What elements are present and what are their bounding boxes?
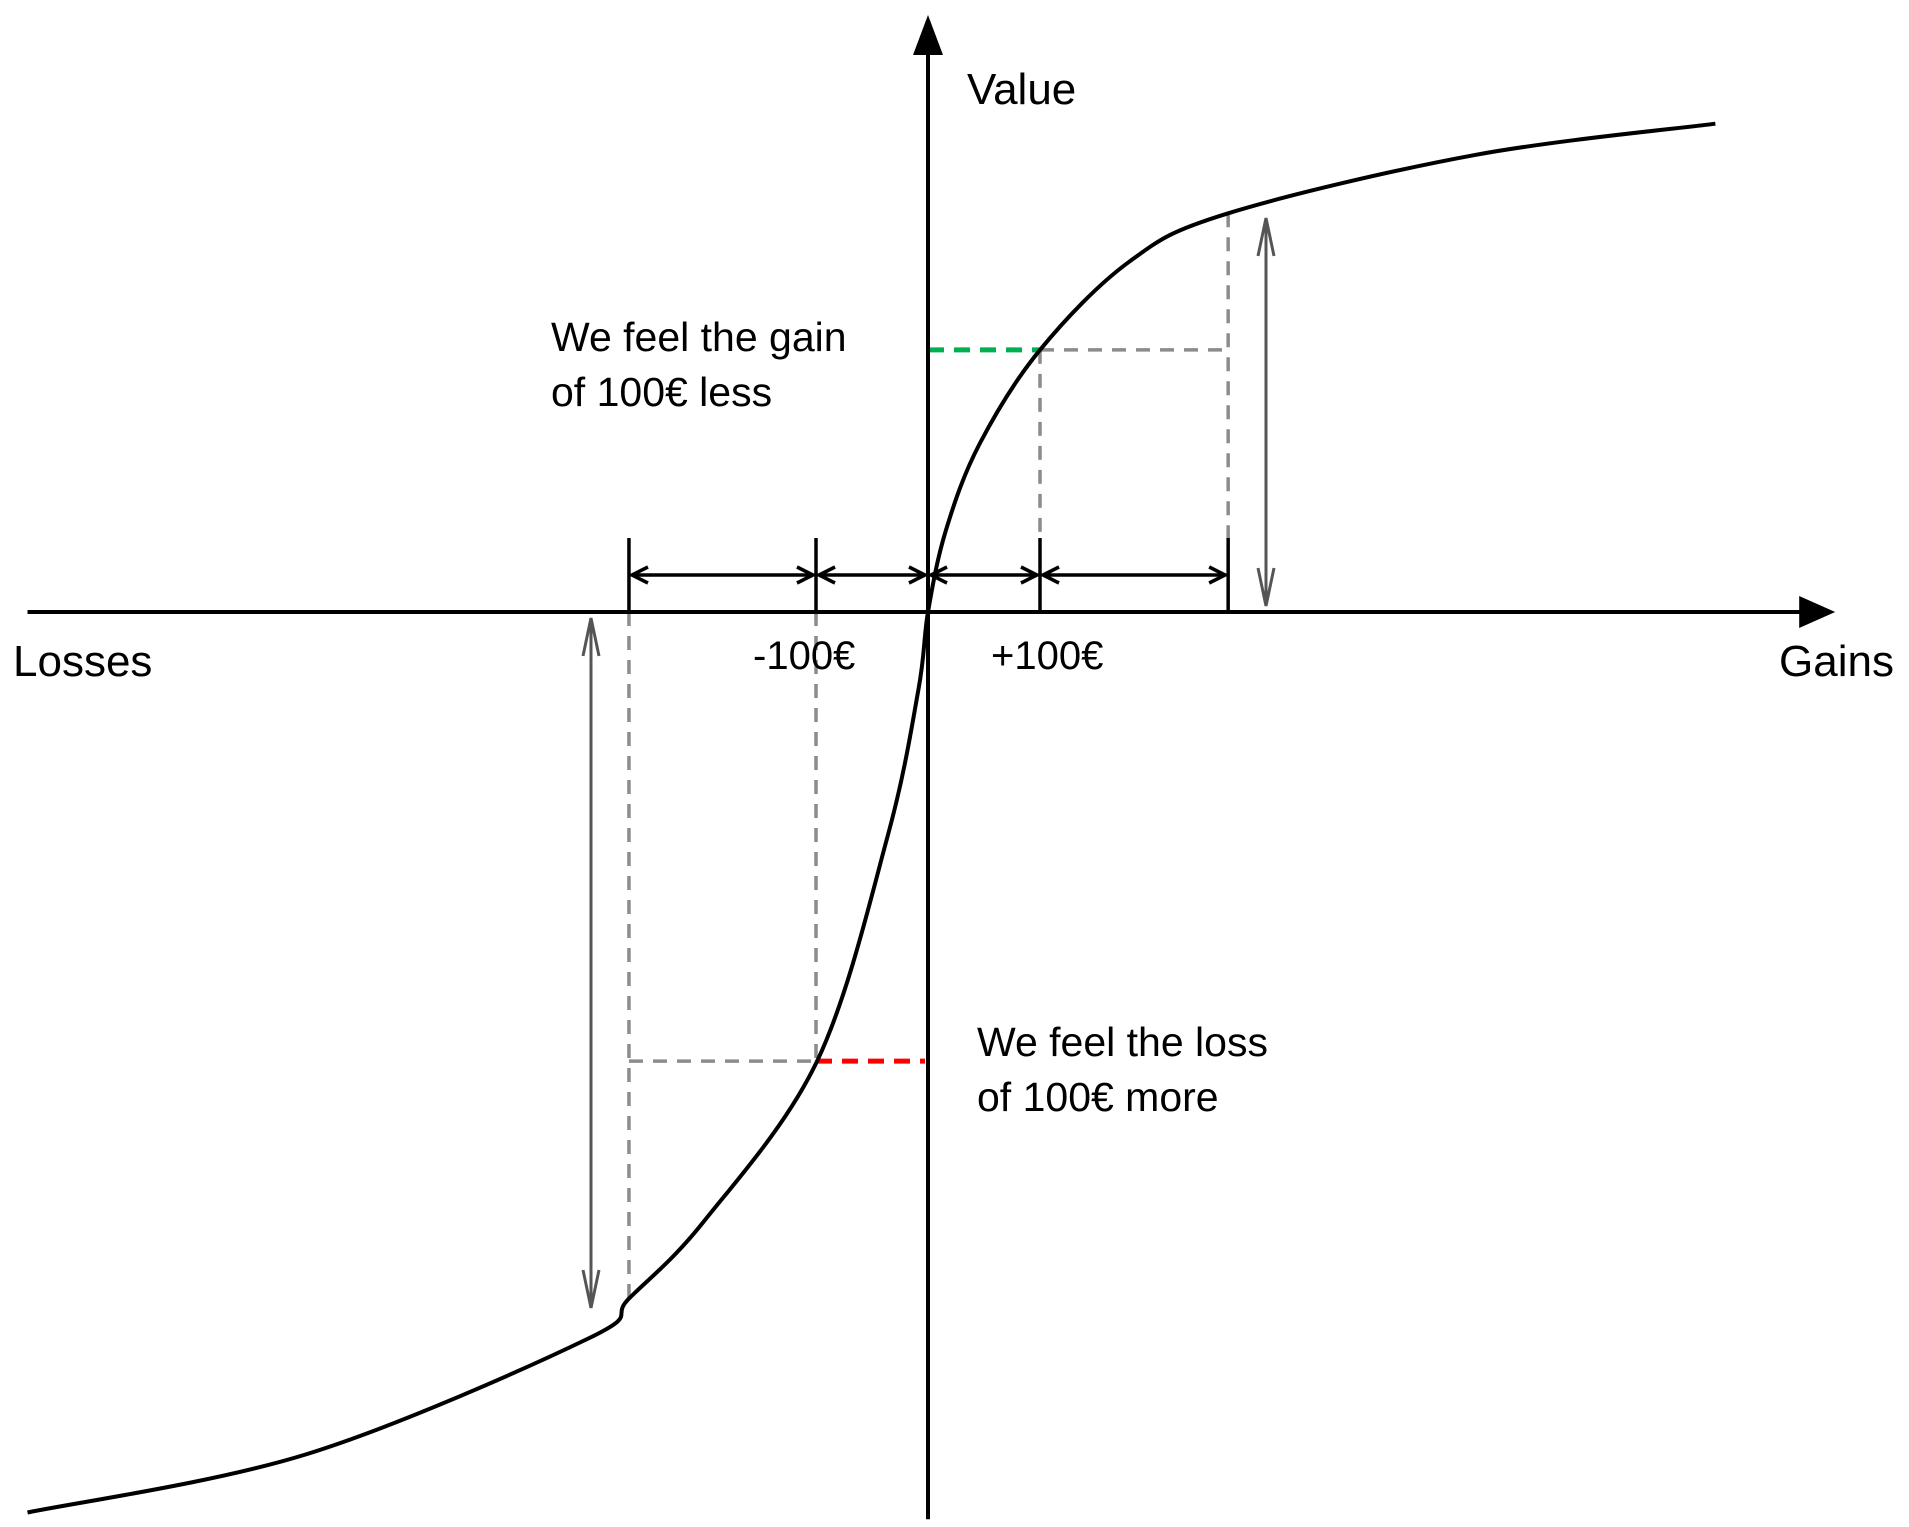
value-curve — [27, 121, 1716, 1515]
x-axis-label-losses: Losses — [13, 637, 152, 686]
annotation-loss-line1: We feel the loss — [977, 1019, 1268, 1065]
y-axis-arrowhead-icon — [913, 15, 943, 56]
dimension-arrows — [581, 217, 1276, 1309]
guide-lines — [627, 213, 1230, 1299]
x-axis-arrowhead-icon — [1799, 596, 1836, 628]
dim-arrow-loss-far-right-head-icon — [796, 565, 817, 585]
annotation-gain-line1: We feel the gain — [551, 314, 847, 360]
dim-arrow-gain-100-right-head-icon — [1020, 565, 1041, 585]
tick-label-minus-100: -100€ — [753, 634, 855, 678]
dim-arrow-gain-far-right-head-icon — [1208, 565, 1230, 585]
gain-value-span-arrow-bottom-head-icon — [1256, 567, 1276, 607]
x-axis-label-gains: Gains — [1779, 637, 1894, 686]
annotation-gain-line2: of 100€ less — [551, 369, 772, 415]
dim-arrow-gain-100-left-head-icon — [927, 565, 948, 585]
dim-arrow-loss-far-left-head-icon — [628, 565, 649, 585]
gain-value-span-arrow-top-head-icon — [1256, 217, 1276, 257]
loss-value-span-arrow-top-head-icon — [581, 617, 601, 657]
tick-label-plus-100: +100€ — [991, 634, 1103, 678]
y-axis-label: Value — [967, 65, 1076, 114]
annotation-loss-line2: of 100€ more — [977, 1074, 1219, 1120]
dim-arrow-loss-100-right-head-icon — [908, 565, 929, 585]
axes — [27, 15, 1836, 1520]
loss-value-span-arrow-bottom-head-icon — [581, 1269, 601, 1309]
dim-arrow-loss-100-left-head-icon — [815, 565, 836, 585]
dim-arrow-gain-far-left-head-icon — [1039, 565, 1060, 585]
